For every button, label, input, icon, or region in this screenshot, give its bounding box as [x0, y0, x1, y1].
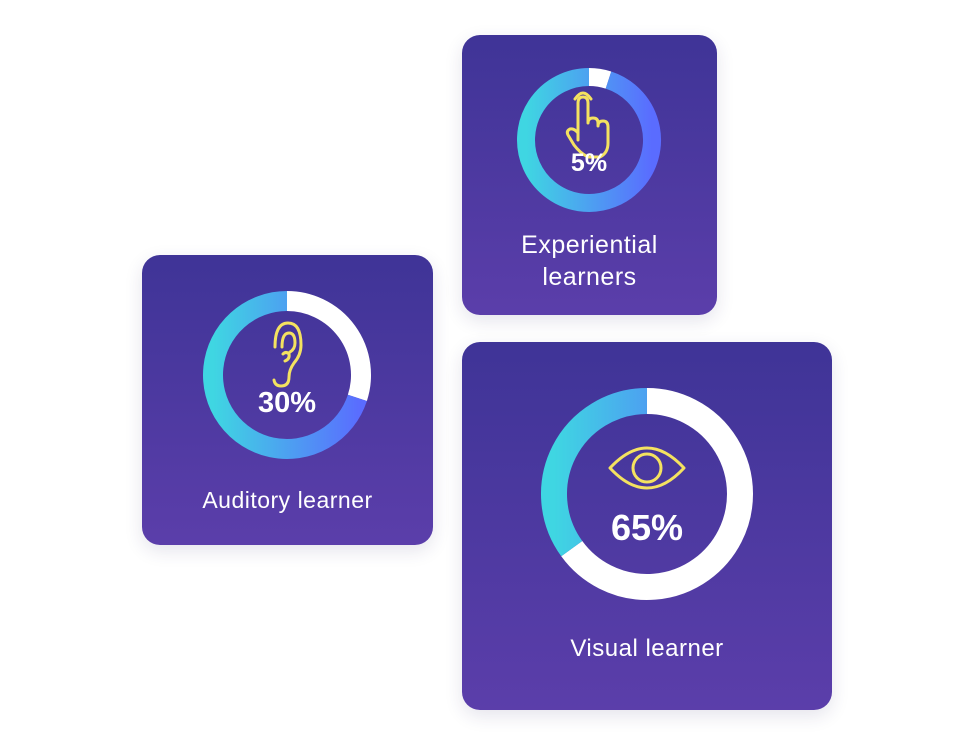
experiential-learners-label: Experiential learners: [521, 231, 658, 291]
visual-remainder-segment: [541, 388, 648, 557]
auditory-learner-card: 30% Auditory learner: [142, 255, 433, 545]
visual-learner-label: Visual learner: [570, 635, 724, 662]
auditory-donut-chart: 30%: [203, 291, 371, 459]
visual-value-segment: [561, 388, 753, 600]
auditory-value-segment: [286, 291, 371, 401]
experiential-remainder-segment: [517, 68, 662, 212]
visual-percentage: 65%: [611, 507, 683, 548]
auditory-learner-label: Auditory learner: [202, 487, 373, 513]
pointing-hand-icon: [565, 91, 610, 159]
experiential-donut-chart: 5%: [517, 67, 662, 212]
experiential-learners-card: 5% Experiential learners: [462, 35, 717, 315]
auditory-remainder-segment: [203, 291, 367, 459]
visual-donut-chart: 65%: [541, 388, 753, 600]
experiential-percentage: 5%: [571, 149, 607, 177]
ear-icon: [272, 321, 303, 388]
experiential-value-segment: [588, 67, 612, 89]
visual-learner-card: 65% Visual learner: [462, 342, 832, 710]
auditory-percentage: 30%: [258, 387, 316, 419]
eye-icon: [608, 446, 686, 490]
